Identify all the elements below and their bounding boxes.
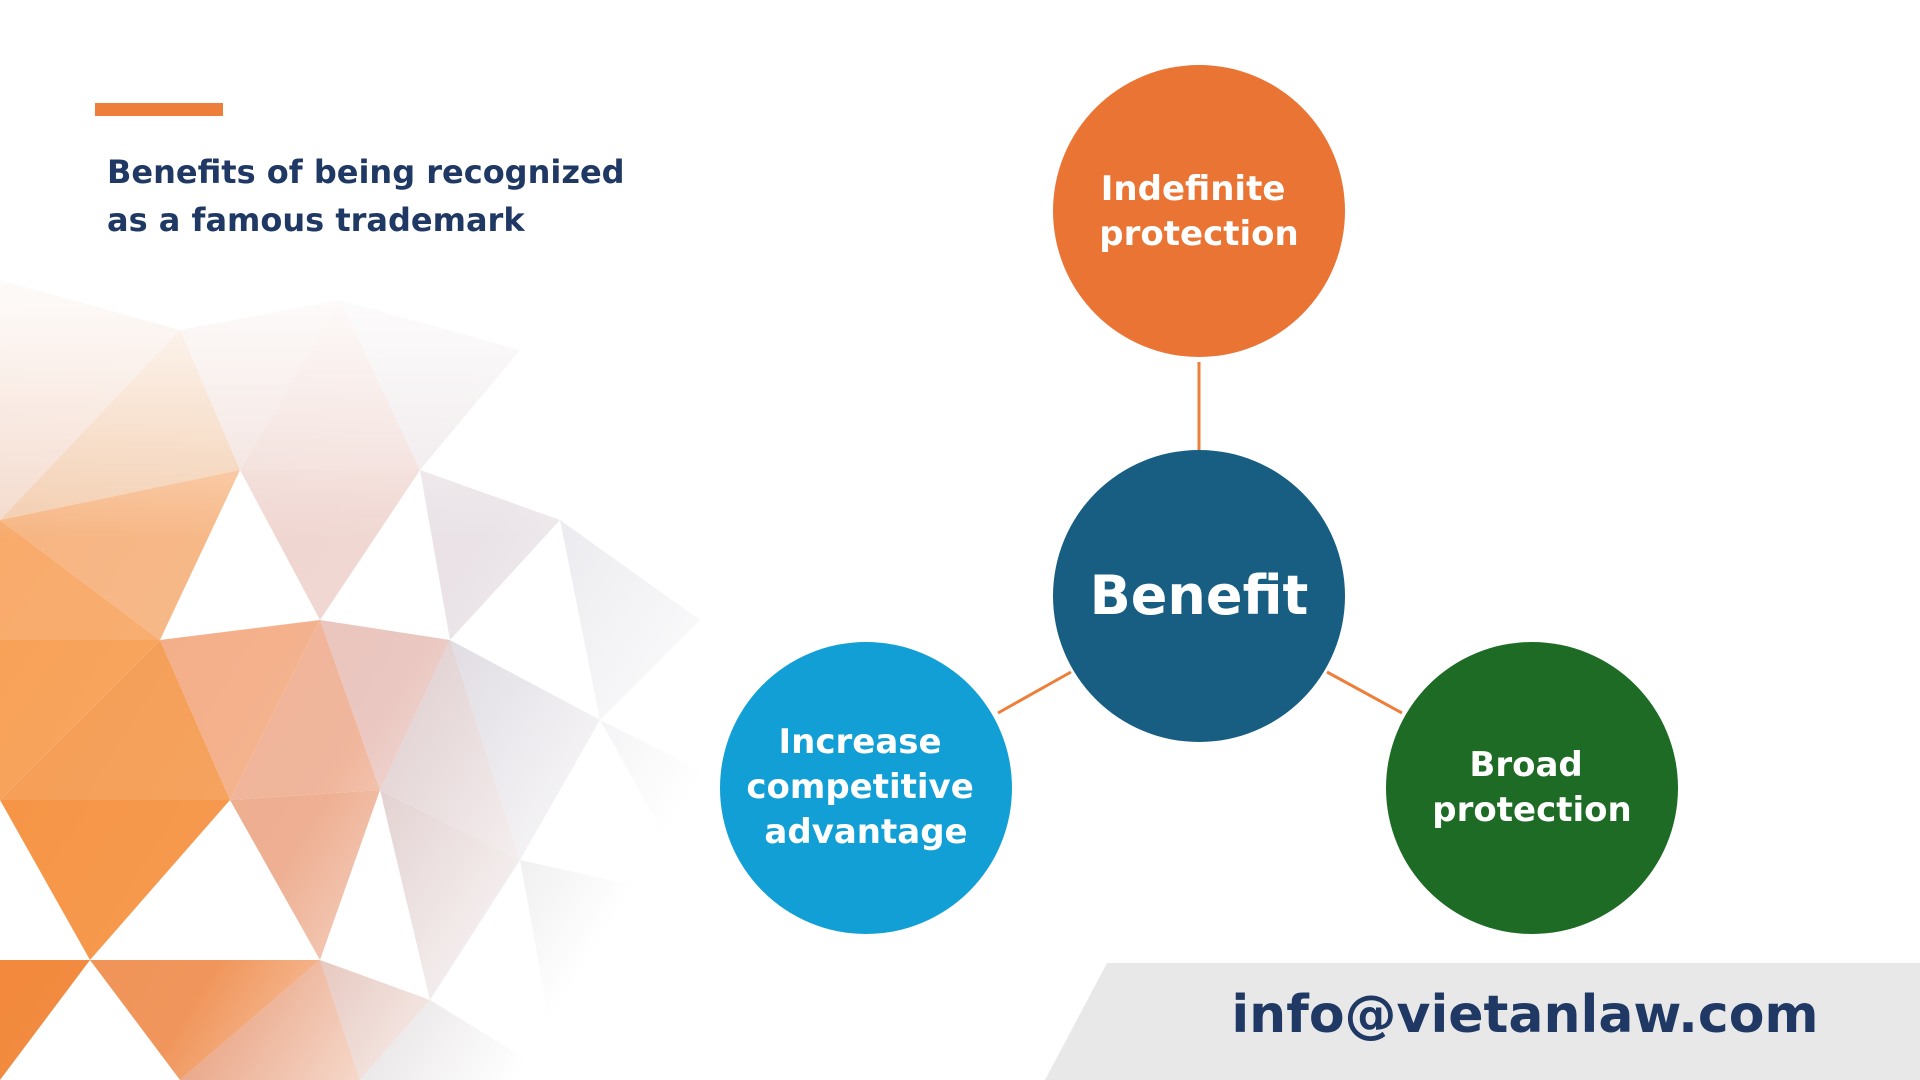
node-broad-protection: Broad protection [1386,642,1678,934]
svg-text:Broad protection: Broad protection [1432,745,1631,830]
node-benefit-center-label: Benefit [1090,564,1309,627]
connector-left [997,670,1072,715]
svg-text:Indefinite protection: Indefinite protection [1099,169,1298,254]
contact-email[interactable]: info@vietanlaw.com [1231,985,1819,1045]
connector-right [1326,670,1403,715]
node-increase-line-3: advantage [764,812,967,852]
slide-title: Benefits of being recognized as a famous… [107,148,727,244]
svg-text:Increase competitive: Increase competitive advantage [746,722,985,852]
node-indefinite-protection-line-1: Indefinite [1101,169,1286,209]
title-accent-bar [95,103,223,116]
email-panel [1045,963,1920,1080]
slide-title-line-2: as a famous trademark [107,201,525,239]
node-indefinite-protection-line-2: protection [1099,214,1298,254]
node-broad-protection-line-1: Broad [1469,745,1582,785]
node-indefinite-protection: Indefinite protection [1053,65,1345,357]
node-increase-competitive-advantage: Increase competitive advantage [720,642,1012,934]
node-increase-line-2: competitive [746,767,973,807]
node-benefit-center: Benefit [1053,450,1345,742]
node-increase-line-1: Increase [779,722,942,762]
node-broad-protection-line-2: protection [1432,790,1631,830]
slide-title-line-1: Benefits of being recognized [107,153,625,191]
